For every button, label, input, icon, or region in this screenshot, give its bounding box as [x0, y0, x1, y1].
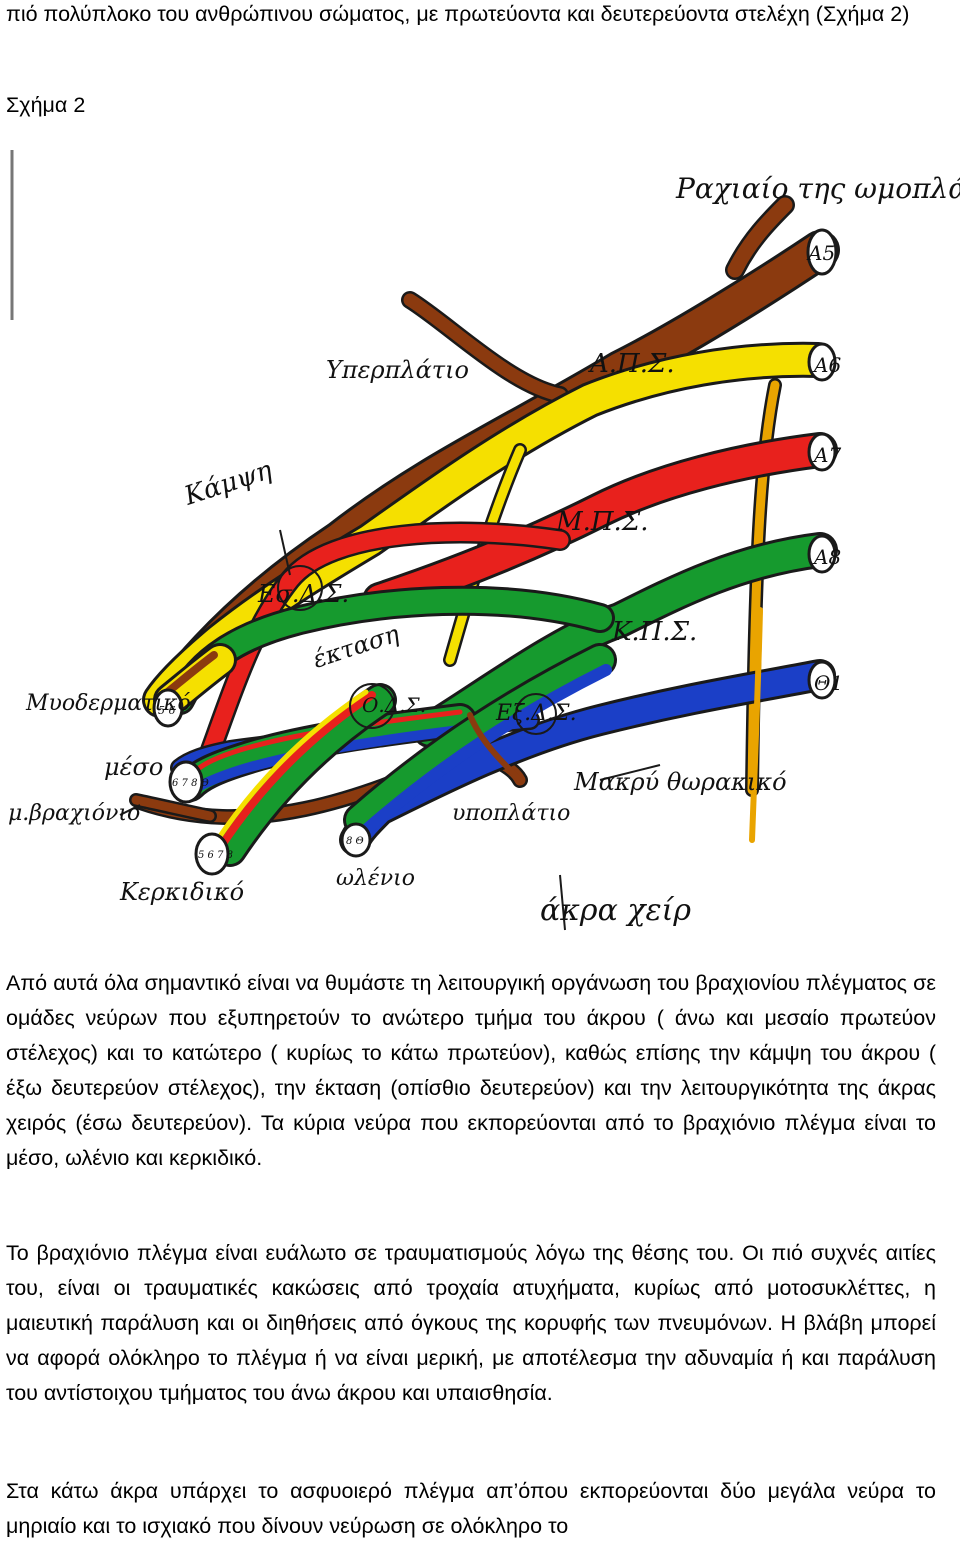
c8-root-end	[807, 534, 837, 574]
medial-cord-circle	[277, 565, 323, 611]
label-radial: Κερκιδικό	[119, 878, 244, 906]
label-subscapular: υποπλάτιο	[452, 801, 570, 826]
c6-root-end	[807, 342, 837, 382]
lateral-cord-circle	[515, 693, 557, 735]
label-lower-trunk: Κ.Π.Σ.	[611, 617, 697, 647]
intro-paragraph: πιό πολύπλοκο του ανθρώπινου σώματος, με…	[6, 2, 910, 26]
posterior-cord-circle	[349, 683, 395, 729]
subscapular-branch	[467, 712, 523, 783]
hand-pointer	[559, 874, 566, 931]
label-ulnar: ωλένιο	[336, 866, 415, 891]
t1-root-end	[807, 660, 837, 700]
label-median: μέσο	[104, 753, 163, 781]
label-hand: άκρα χείρ	[540, 893, 691, 928]
label-root-c6: Α6	[812, 353, 841, 377]
figure-caption: Σχήμα 2	[6, 93, 86, 117]
brachial-plexus-figure: Ραχιαίο της ωμοπλάτης Υπερπλάτιο Κάμψη έ…	[0, 140, 960, 970]
brachial-plexus-diagram: Ραχιαίο της ωμοπλάτης Υπερπλάτιο Κάμψη έ…	[8, 150, 960, 931]
musculocutaneous-cut-end	[152, 688, 184, 728]
radial-cut-end	[194, 832, 230, 876]
label-brachial: μ.βραχιόνιο	[8, 801, 140, 826]
brachial-pointer	[119, 804, 141, 816]
label-posterior-cord: Ο.Δ.Σ.	[362, 693, 426, 717]
c7-root-nerve	[189, 432, 838, 791]
label-musculocutaneous: Μυοδερματικό	[25, 691, 191, 716]
c5-root-end	[806, 228, 838, 276]
label-middle-trunk: Μ.Π.Σ.	[555, 507, 648, 537]
label-cut-ulnar: 8 Θ	[346, 836, 364, 847]
flexion-pointer	[279, 529, 291, 576]
label-root-c7: Α7	[812, 443, 841, 467]
median-nerve-bundle	[173, 703, 477, 802]
label-root-t1: Θ1	[814, 671, 843, 695]
label-lateral-cord: Εξ.Δ.Σ.	[495, 701, 577, 726]
long-thoracic-pointer	[599, 764, 661, 781]
label-cut-musculocutaneous: 5 6	[158, 704, 176, 717]
label-flexion: Κάμψη	[180, 455, 276, 512]
label-medial-cord: Εσ.Δ.Σ.	[257, 580, 349, 608]
body-paragraph-1: Από αυτά όλα σημαντικό είναι να θυμάστε …	[6, 971, 936, 1170]
label-cut-median: 6 7 8 Θ	[172, 778, 209, 789]
label-cut-radial: 5 6 7 8	[198, 850, 233, 861]
median-cut-end	[168, 760, 204, 804]
ulnar-cut-end	[340, 822, 372, 858]
label-upper-trunk: Α.Π.Σ.	[588, 349, 675, 379]
label-dorsal-scapular: Ραχιαίο της ωμοπλάτης	[675, 172, 960, 205]
c7-root-end	[807, 432, 837, 472]
label-root-c8: Α8	[812, 545, 841, 569]
label-root-c5: Α5	[806, 241, 835, 265]
body-paragraph-3: Στα κάτω άκρα υπάρχει το ασφυοιερό πλέγμ…	[6, 1479, 936, 1538]
label-suprascapular: Υπερπλάτιο	[326, 356, 469, 384]
body-paragraph-2: Το βραχιόνιο πλέγμα είναι ευάλωτο σε τρα…	[6, 1241, 936, 1405]
long-thoracic-branch	[749, 607, 763, 843]
label-long-thoracic: Μακρύ θωρακικό	[573, 768, 787, 796]
